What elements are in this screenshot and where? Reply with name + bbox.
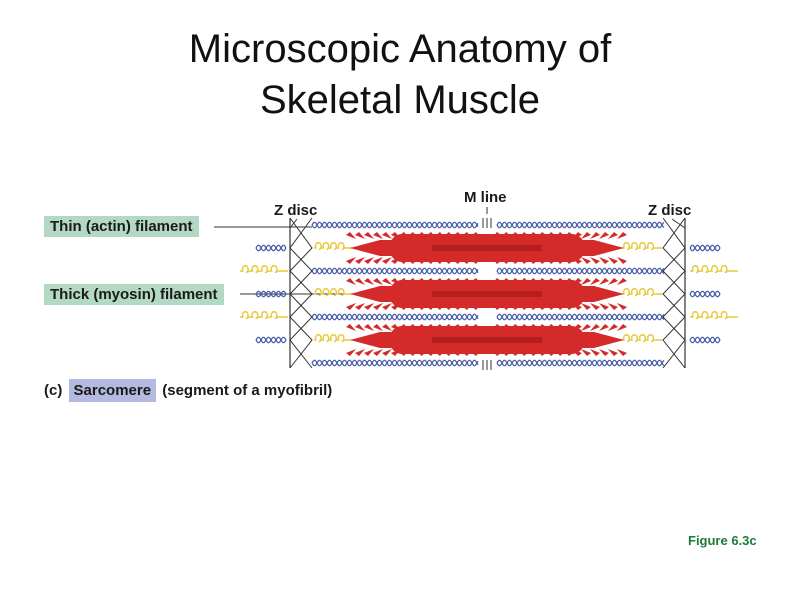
m-line bbox=[482, 207, 492, 370]
z-disc-right-label: Z disc bbox=[648, 202, 692, 219]
titin-spring bbox=[622, 334, 662, 343]
actin-filament bbox=[255, 290, 287, 298]
sarcomere-highlight: Sarcomere bbox=[68, 379, 157, 402]
actin-filament bbox=[255, 244, 287, 252]
actin-filaments bbox=[255, 221, 721, 367]
titin-spring bbox=[622, 242, 662, 251]
myosin-filament bbox=[346, 324, 627, 356]
caption-prefix: (c) bbox=[44, 382, 63, 399]
actin-filament bbox=[311, 221, 479, 229]
titin-spring bbox=[240, 311, 288, 320]
z-disc bbox=[662, 217, 686, 369]
actin-filament bbox=[496, 267, 665, 275]
actin-filament bbox=[689, 244, 721, 252]
thick-filament-label: Thick (myosin) filament bbox=[44, 284, 224, 305]
actin-filament bbox=[496, 313, 665, 321]
myosin-filament bbox=[346, 278, 627, 310]
actin-filament bbox=[689, 290, 721, 298]
titin-spring bbox=[622, 288, 662, 297]
actin-filament bbox=[496, 221, 665, 229]
titin-springs bbox=[240, 242, 738, 343]
title-line-1: Microscopic Anatomy of bbox=[188, 27, 612, 71]
title-line-2: Skeletal Muscle bbox=[259, 78, 541, 122]
thin-filament-label: Thin (actin) filament bbox=[44, 216, 199, 237]
sarcomere-caption: (c) Sarcomere (segment of a myofibril) bbox=[44, 379, 333, 402]
page-title: Microscopic Anatomy of Skeletal Muscle bbox=[0, 24, 800, 126]
myosin-filament bbox=[346, 232, 627, 264]
z-disc bbox=[289, 217, 313, 369]
actin-filament bbox=[311, 359, 479, 367]
caption-suffix: (segment of a myofibril) bbox=[162, 382, 333, 399]
sarcomere-structure-lines bbox=[289, 207, 686, 370]
m-line-label: M line bbox=[464, 189, 507, 206]
titin-spring bbox=[690, 311, 738, 320]
actin-filament bbox=[689, 336, 721, 344]
myosin-filaments bbox=[346, 232, 627, 356]
titin-spring bbox=[240, 265, 288, 274]
actin-filament bbox=[311, 267, 479, 275]
z-disc-left-label: Z disc bbox=[274, 202, 318, 219]
titin-spring bbox=[314, 334, 352, 343]
figure-reference: Figure 6.3c bbox=[688, 533, 757, 548]
actin-filament bbox=[255, 336, 287, 344]
titin-spring bbox=[314, 242, 352, 251]
titin-spring bbox=[314, 288, 352, 297]
actin-filament bbox=[496, 359, 665, 367]
titin-spring bbox=[690, 265, 738, 274]
actin-filament bbox=[311, 313, 479, 321]
leader-z-disc-right bbox=[671, 218, 686, 229]
